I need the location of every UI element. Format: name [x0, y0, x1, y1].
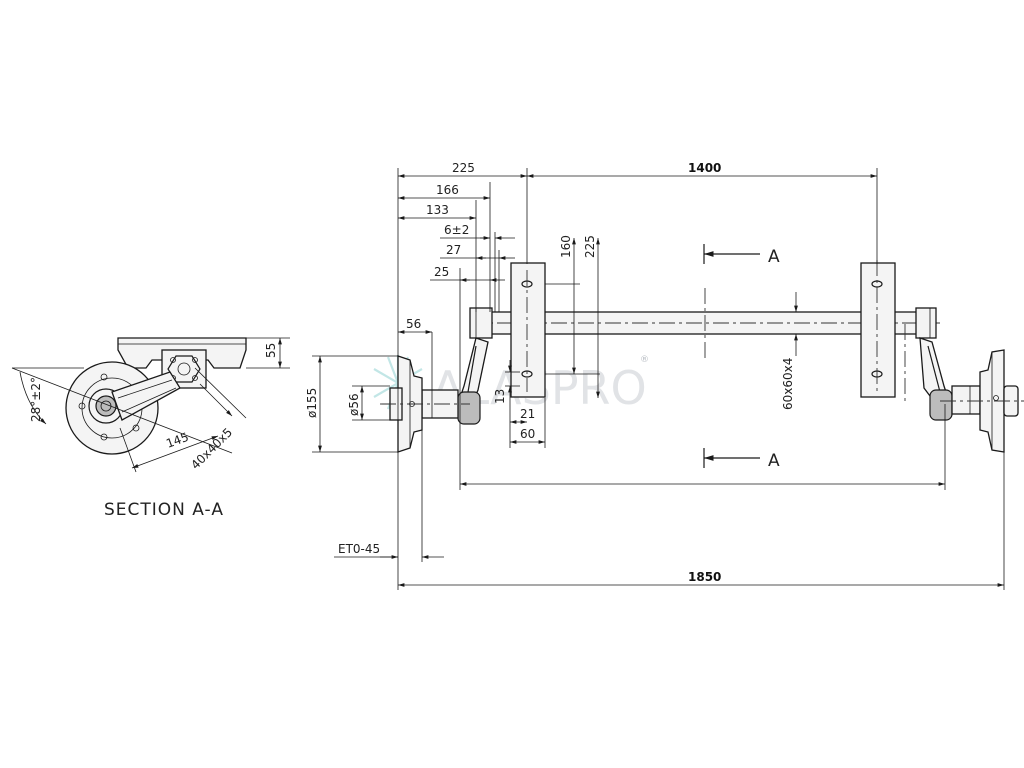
dim-60x60x4: 60x60x4 [781, 358, 795, 410]
dim-dia-155: ø155 [305, 388, 319, 418]
dim-60: 60 [520, 427, 535, 441]
axle-view: A A [380, 244, 1024, 471]
dim-13: 13 [493, 389, 507, 404]
section-title: SECTION A-A [104, 500, 224, 520]
dim-1850: 1850 [688, 570, 721, 584]
dim-eto-45: ET0-45 [338, 542, 380, 556]
dim-1400: 1400 [688, 161, 721, 175]
dim-225-vertical: 225 [583, 235, 597, 258]
dim-dia-56: ø56 [347, 393, 361, 416]
dim-225-top: 225 [452, 161, 475, 175]
dim-angle-28: 28°±2° [29, 377, 43, 422]
left-stub [457, 391, 481, 425]
section-view: 55 28°±2° 145 40x40x5 SECTION A-A [11, 337, 290, 520]
left-bracket [510, 262, 546, 398]
section-marker-bottom: A [768, 451, 781, 471]
dim-56: 56 [406, 317, 421, 331]
right-torsion-cap [915, 307, 937, 339]
dim-21: 21 [520, 407, 535, 421]
dim-133: 133 [426, 203, 449, 217]
dim-25: 25 [434, 265, 449, 279]
right-bracket [860, 262, 896, 398]
dim-55: 55 [264, 343, 278, 358]
dim-6: 6±2 [444, 223, 469, 237]
dim-40x40x5: 40x40x5 [188, 425, 235, 472]
right-stub [929, 389, 953, 421]
watermark-registered-mark: ® [640, 355, 649, 365]
left-torsion-cap [469, 307, 493, 339]
right-spindle [951, 385, 981, 415]
dimension-lines: 225 1400 166 133 6±2 27 25 56 160 225 [305, 161, 1005, 590]
section-swing-arm [111, 371, 181, 421]
dim-166: 166 [436, 183, 459, 197]
dim-160: 160 [559, 235, 573, 258]
dim-27: 27 [446, 243, 461, 257]
section-marker-top: A [768, 247, 781, 267]
